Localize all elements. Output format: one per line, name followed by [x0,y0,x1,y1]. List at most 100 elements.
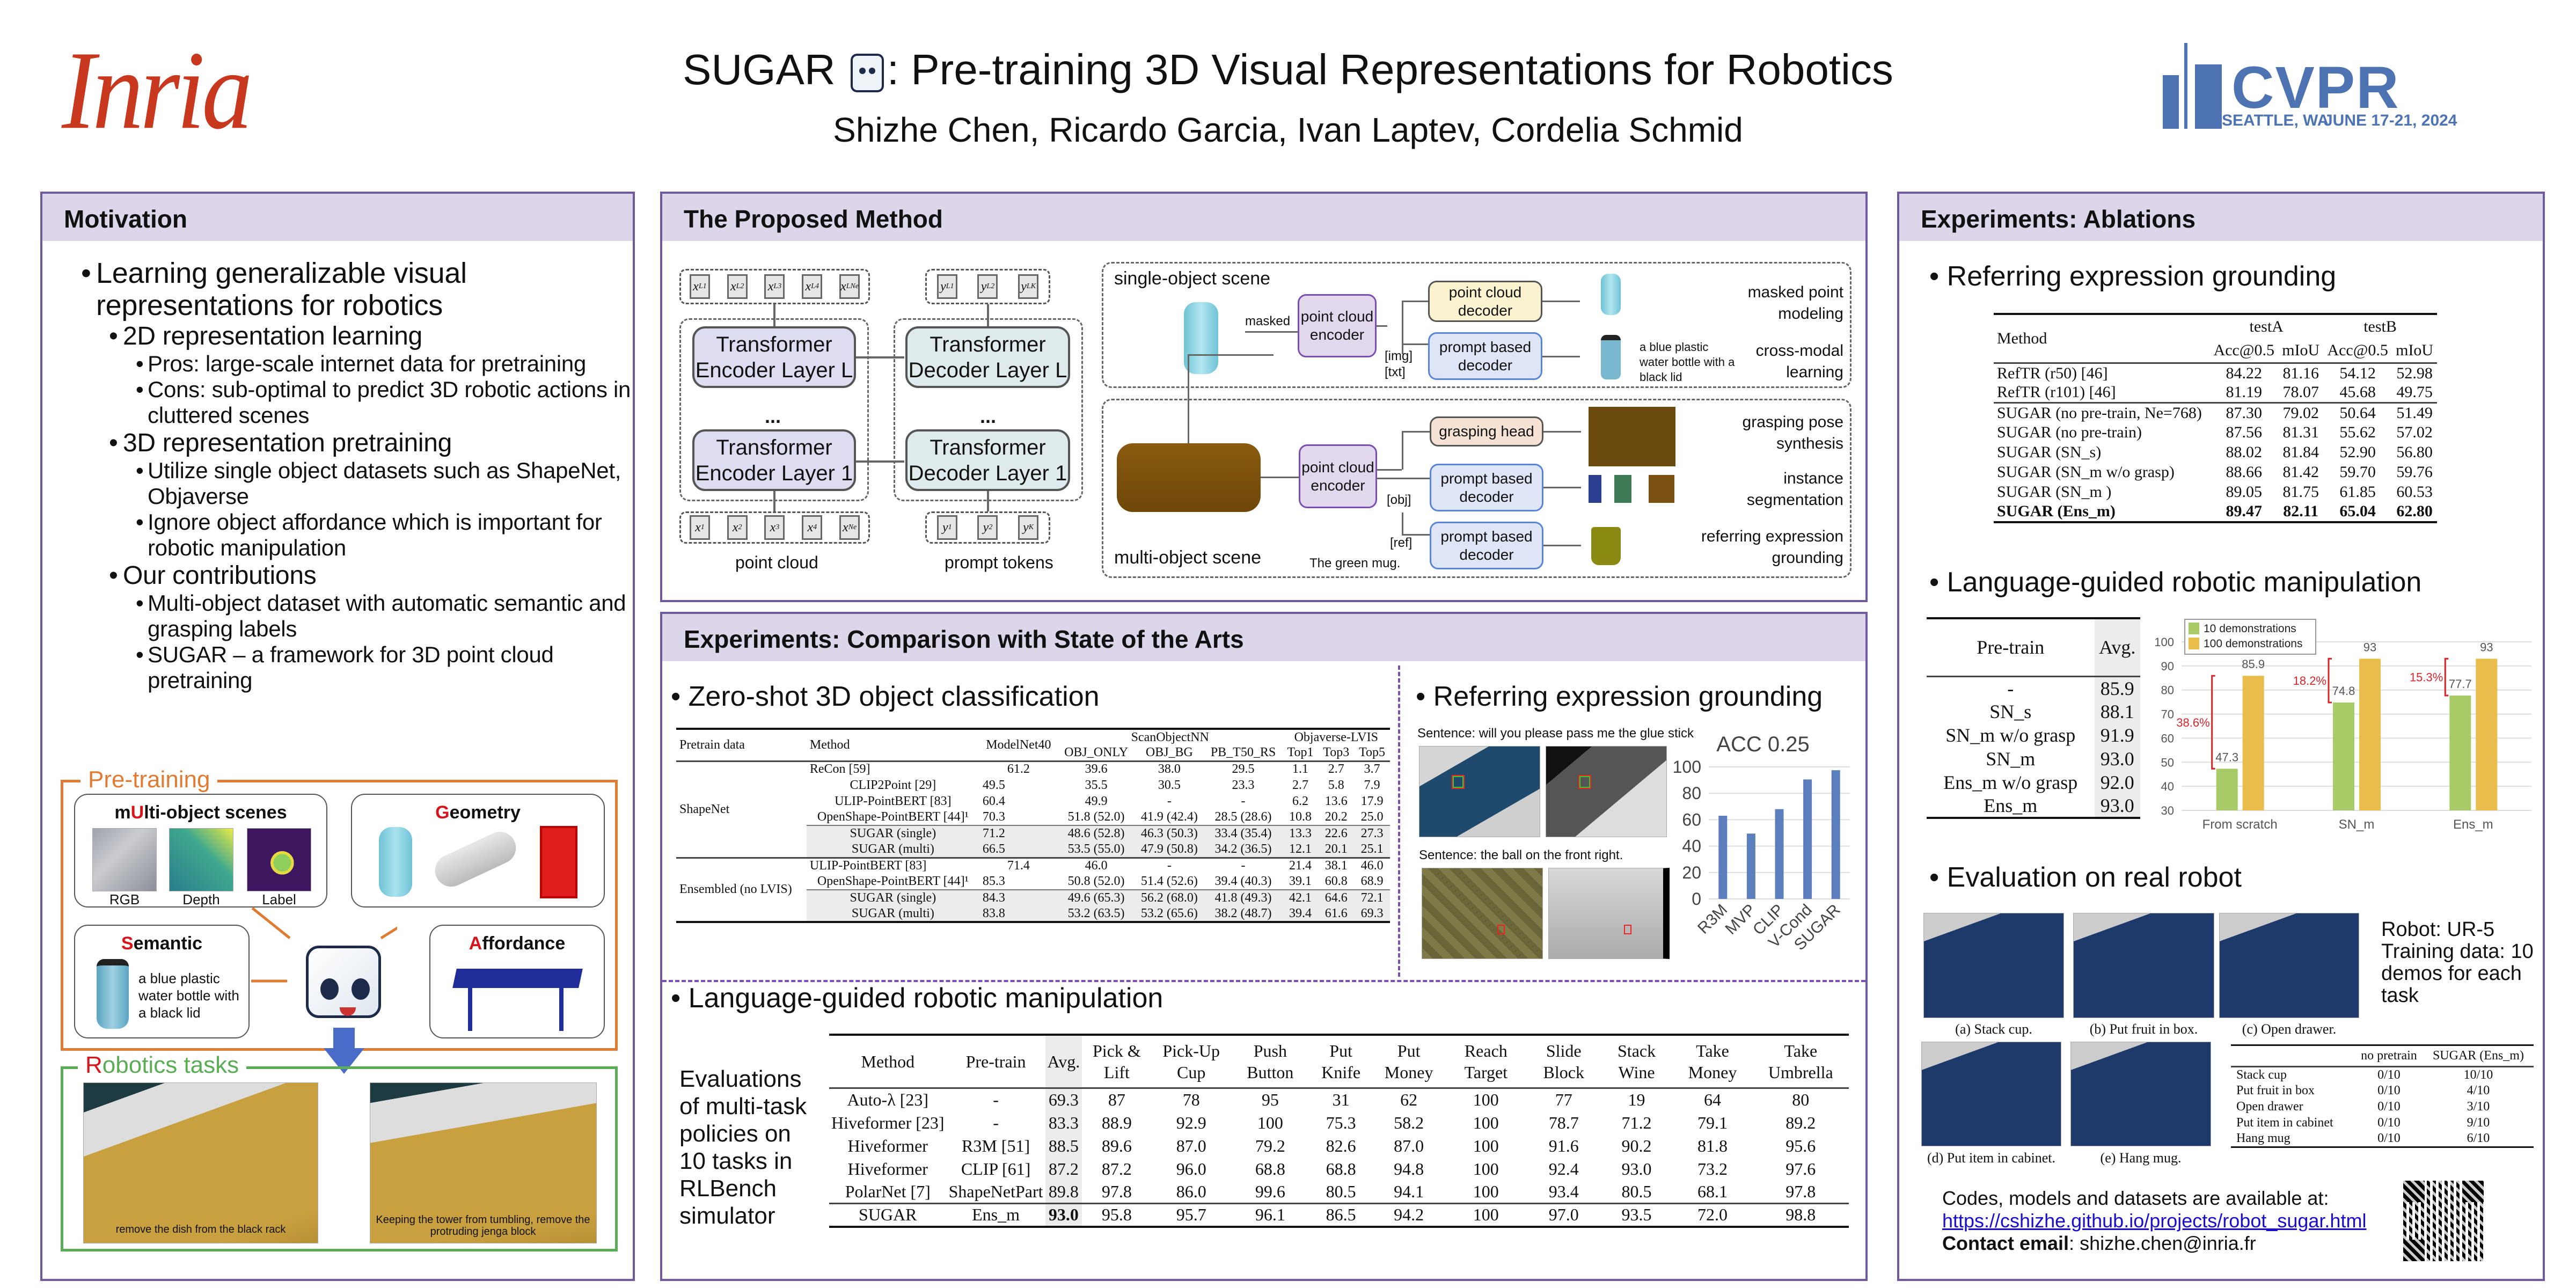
bullet: Multi-object dataset with automatic sema… [62,590,644,642]
table-cell: SUGAR (multi) [806,841,979,858]
bullet: Pros: large-scale internet data for pret… [62,351,644,377]
bullet: Learning generalizable visual representa… [62,257,644,321]
arrow [1402,343,1428,345]
table-cell: Open drawer [2236,1100,2303,1114]
rgb-scene-image [1419,746,1540,837]
table-cell: 94.2 [1372,1203,1445,1227]
table-cell: 84.3 [979,889,1058,906]
token-base: x [767,279,774,294]
col-header: Pre-train [1977,636,2045,658]
table-cell: 81.75 [2282,483,2319,501]
table-cell: 49.6 (65.3) [1057,889,1135,906]
ref-token: [ref] [1390,536,1413,550]
bar [2216,769,2238,810]
table-cell: SUGAR [829,1203,947,1227]
token-sub: 3 [775,523,780,531]
gain-bracket [2211,675,2215,770]
qr-code-icon[interactable] [2403,1181,2484,1261]
table-cell: 100 [1473,1136,1499,1155]
table-cell: 25.0 [1360,810,1384,824]
image-caption: (d) Put item in cabinet. [1927,1150,2055,1166]
table-cell: R3M [51] [962,1136,1030,1155]
table-cell: 100 [1257,1113,1283,1132]
gain-bracket [2444,657,2449,697]
depth-image [169,828,233,891]
table-cell: SN_s [1989,701,2032,722]
col-header: Slide Block [1543,1041,1584,1082]
col-header: mIoU [2396,341,2434,359]
obj-token: [obj] [1387,493,1411,507]
table-cell: 97.8 [1785,1181,1816,1201]
table-cell: 28.5 (28.6) [1214,810,1272,824]
table-cell: 96.0 [1176,1159,1206,1179]
panel-title: The Proposed Method [662,194,1865,241]
table-cell: 100 [1445,1087,1527,1111]
token-base: x [770,520,776,535]
method-panel: The Proposed Method [660,192,1868,602]
legend-swatch [2189,638,2199,649]
ellipsis: ... [980,405,997,427]
point-cloud-encoder-multi: point cloud encoder [1299,444,1377,508]
table-cell: 93.0 [2094,747,2140,771]
bar [2449,696,2471,810]
table-cell: 58.2 [1394,1113,1424,1132]
table-cell: 49.9 [1085,794,1108,808]
token-sup: L [946,282,950,290]
table-cell: 23.3 [1232,778,1255,792]
arrow [1245,331,1298,333]
table-cell: 60.8 [1324,874,1348,888]
table-cell: 71.4 [979,857,1058,874]
bookshelf-image [540,826,577,898]
table-cell: 93.0 [2094,794,2140,818]
point-cloud-encoder: point cloud encoder [1298,294,1377,357]
table-cell: 61.2 [979,760,1058,777]
token-sub: 2 [738,523,742,531]
pretraining-label: Pre-training [80,766,218,793]
table-cell: 2.7 [1292,778,1308,792]
task-label: referring expression grounding [1701,528,1843,567]
manipulation-heading: Language-guided robotic manipulation [671,982,1163,1014]
arrow [1402,301,1428,302]
table-cell: 69.3 [1045,1087,1082,1111]
table-cell: 88.5 [1045,1134,1082,1158]
table-cell: 78.07 [2282,383,2319,401]
table-cell: 41.9 (42.4) [1140,810,1198,824]
table-cell: 30.5 [1158,778,1181,792]
table-cell: 85.9 [2094,675,2140,700]
connector [1188,354,1189,443]
table-cell: 88.9 [1101,1113,1132,1132]
gain-annotation: 15.3% [2410,671,2443,684]
table-cell: 38.1 [1318,857,1355,874]
table-cell: 87.0 [1394,1136,1424,1155]
table-cell: 80 [1752,1087,1849,1111]
real-robot-heading: Evaluation on real robot [1929,861,2242,894]
title-prefix: SUGAR [683,46,836,93]
contact-line: Contact email: shizhe.chen@inria.fr [1942,1232,2366,1255]
y-tick-label: 50 [2161,756,2174,769]
table-cell: 97.0 [1526,1203,1601,1227]
table-cell: - [1927,675,2095,700]
table-cell: 83.8 [979,906,1058,922]
table-cell: 81.16 [2278,362,2324,383]
col-header: Pick & Lift [1093,1041,1141,1082]
bar [1831,770,1840,899]
token-base: x [807,520,814,535]
decoder-layer-L: Transformer Decoder Layer L [905,326,1070,388]
token-sub: 2 [740,282,744,290]
table-cell: 87.30 [2209,402,2279,423]
table-cell: RefTR (r101) [46] [1997,383,2116,401]
gain-bracket [2328,657,2332,704]
bar [1775,809,1784,899]
bullet: Our contributions [62,561,644,590]
project-link[interactable]: https://cshizhe.github.io/projects/robot… [1942,1210,2367,1232]
decoder-layer-1: Transformer Decoder Layer 1 [905,429,1070,491]
table-cell: 0/10 [2377,1131,2401,1146]
table-cell: 53.2 (65.6) [1135,906,1204,922]
table-cell: 42.1 [1282,889,1319,906]
